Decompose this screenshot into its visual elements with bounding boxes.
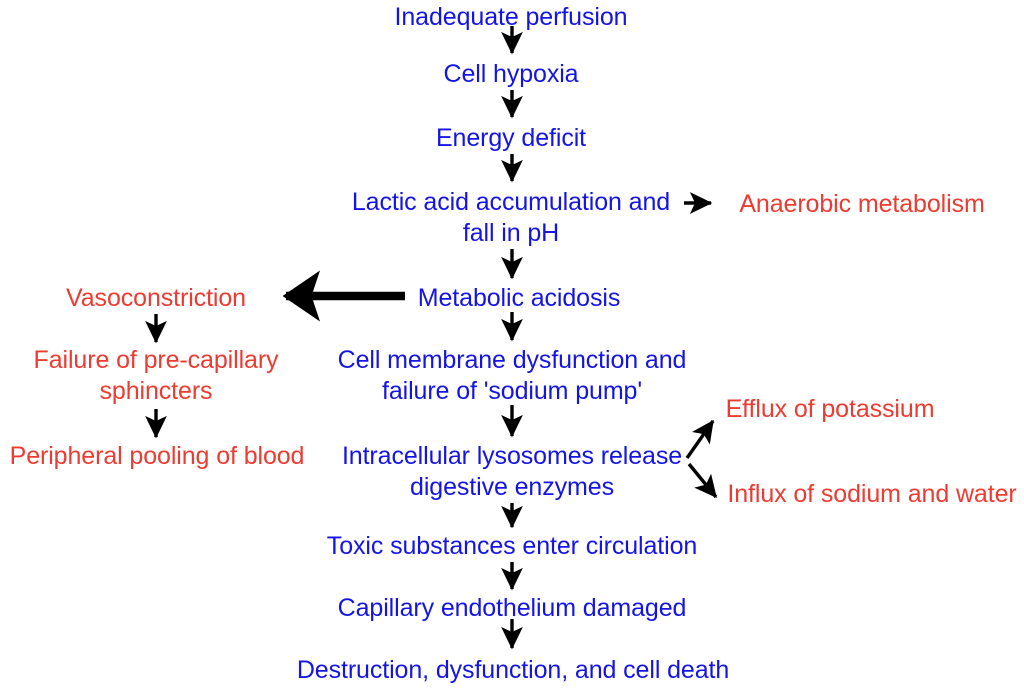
node-influx-of-sodium-and-water: Influx of sodium and water (727, 480, 1017, 508)
node-cell-hypoxia: Cell hypoxia (443, 60, 579, 88)
node-cell-membrane-dysfunction: Cell membrane dysfunction and failure of… (337, 346, 687, 405)
node-failure-pre-capillary-sphincters: Failure of pre-capillary sphincters (33, 346, 279, 405)
node-vasoconstriction: Vasoconstriction (66, 284, 246, 312)
node-energy-deficit: Energy deficit (435, 124, 587, 152)
node-destruction-dysfunction-cell-death: Destruction, dysfunction, and cell death (296, 656, 730, 684)
node-inadequate-perfusion: Inadequate perfusion (394, 3, 628, 31)
node-capillary-endothelium-damaged: Capillary endothelium damaged (337, 594, 687, 622)
node-toxic-substances: Toxic substances enter circulation (326, 532, 698, 560)
node-metabolic-acidosis: Metabolic acidosis (417, 284, 621, 312)
node-anaerobic-metabolism: Anaerobic metabolism (739, 190, 985, 218)
node-peripheral-pooling-of-blood: Peripheral pooling of blood (9, 442, 305, 470)
node-efflux-of-potassium: Efflux of potassium (725, 395, 935, 423)
node-lactic-acid-accumulation: Lactic acid accumulation and fall in pH (351, 188, 671, 247)
node-intracellular-lysosomes: Intracellular lysosomes release digestiv… (341, 442, 683, 501)
